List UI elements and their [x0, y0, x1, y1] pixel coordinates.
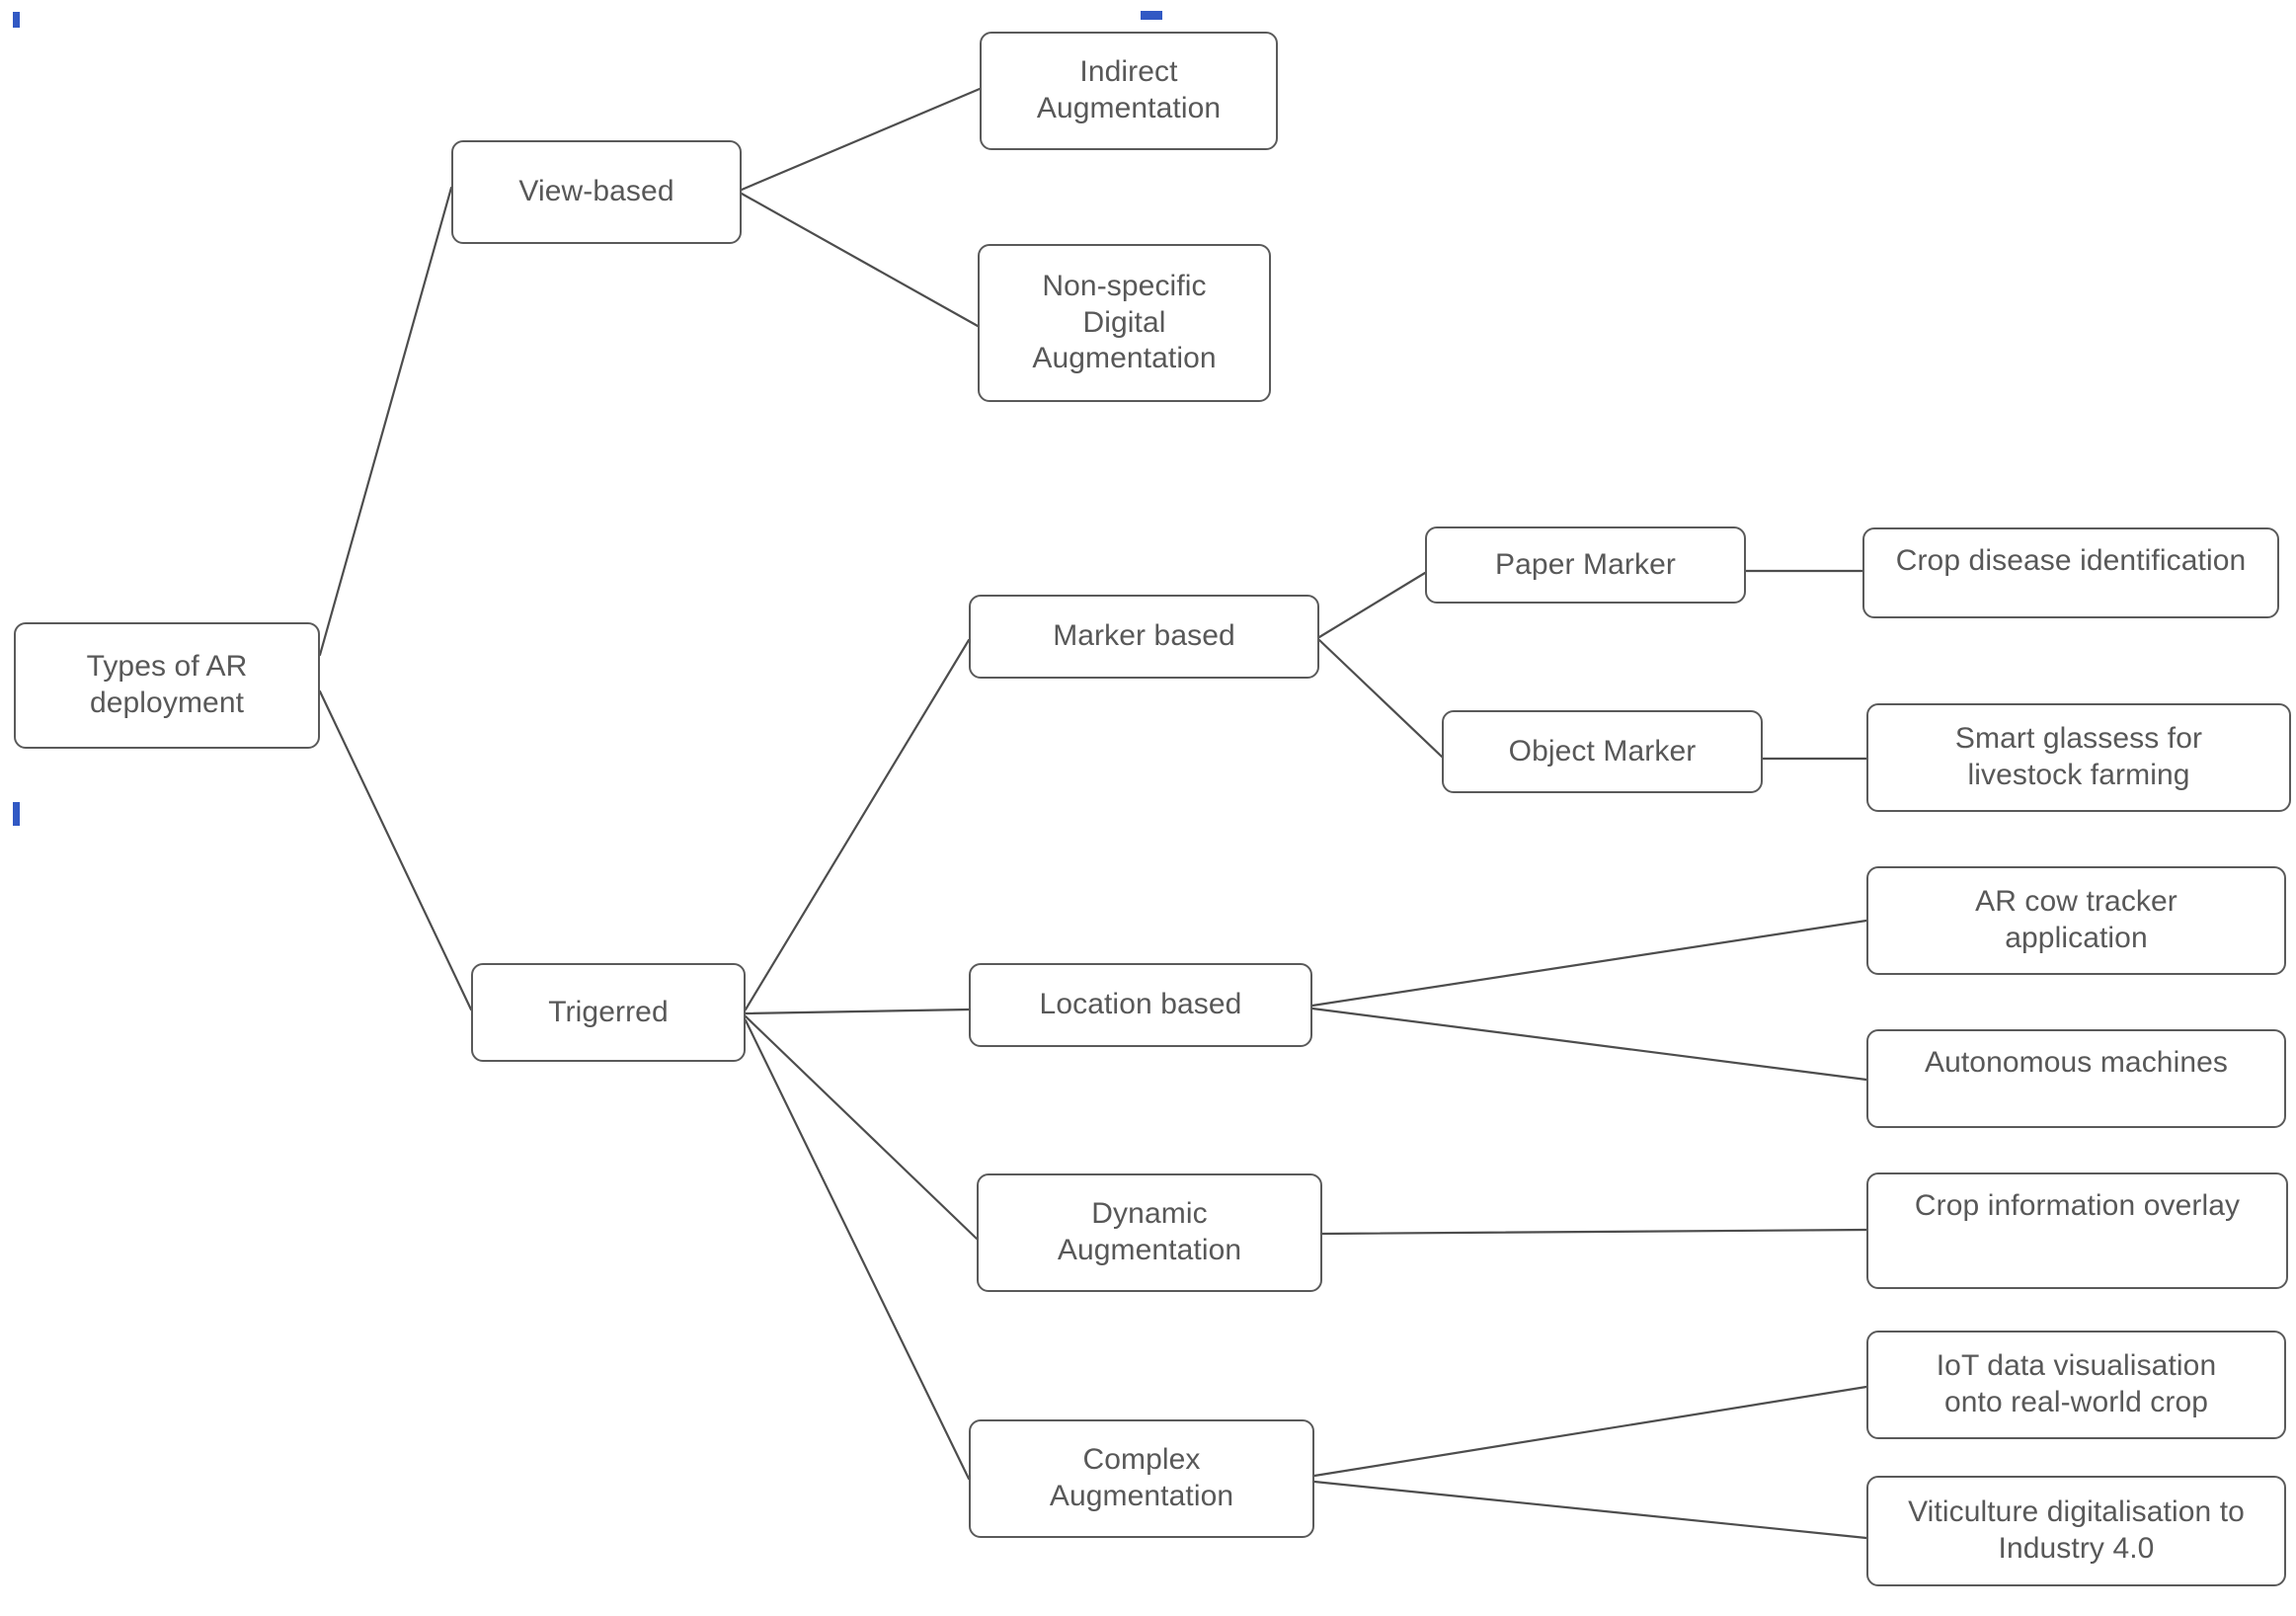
node-label-object_marker: Object Marker [1508, 734, 1697, 768]
node-nonspecific[interactable]: Non-specific Digital Augmentation [978, 244, 1271, 402]
node-label-ar_cow: AR cow tracker application [1975, 885, 2177, 954]
edge-root-to-view_based [318, 186, 453, 657]
node-complex_aug[interactable]: Complex Augmentation [969, 1419, 1314, 1538]
edge-marker_based-to-paper_marker [1317, 571, 1427, 639]
node-view_based[interactable]: View-based [451, 140, 742, 244]
edge-location_based-to-ar_cow [1310, 919, 1868, 1008]
node-label-paper_marker: Paper Marker [1495, 547, 1676, 581]
edge-dynamic_aug-to-crop_overlay [1320, 1228, 1868, 1236]
node-label-viticulture: Viticulture digitalisation to Industry 4… [1908, 1495, 2245, 1565]
node-root[interactable]: Types of AR deployment [14, 622, 320, 749]
node-iot_data[interactable]: IoT data visualisation onto real-world c… [1866, 1331, 2286, 1439]
node-trigerred[interactable]: Trigerred [471, 963, 746, 1062]
edge-root-to-trigerred [318, 689, 473, 1011]
edge-location_based-to-autonomous [1310, 1007, 1868, 1082]
node-crop_disease[interactable]: Crop disease identification [1862, 527, 2279, 618]
edge-trigerred-to-dynamic_aug [744, 1014, 979, 1241]
node-indirect[interactable]: Indirect Augmentation [980, 32, 1278, 150]
node-label-marker_based: Marker based [1053, 619, 1235, 653]
node-object_marker[interactable]: Object Marker [1442, 710, 1763, 793]
node-label-nonspecific: Non-specific Digital Augmentation [1032, 270, 1217, 375]
node-location_based[interactable]: Location based [969, 963, 1312, 1047]
node-label-iot_data: IoT data visualisation onto real-world c… [1936, 1349, 2217, 1418]
node-label-smart_glasses: Smart glassess for livestock farming [1954, 722, 2203, 791]
node-crop_overlay[interactable]: Crop information overlay [1866, 1172, 2288, 1289]
edge-complex_aug-to-viticulture [1312, 1480, 1868, 1540]
edge-trigerred-to-complex_aug [744, 1018, 971, 1481]
node-smart_glasses[interactable]: Smart glassess for livestock farming [1866, 703, 2291, 812]
node-label-location_based: Location based [1039, 988, 1242, 1021]
edge-marker_based-to-object_marker [1317, 638, 1444, 759]
cursor-mark-left [13, 802, 20, 826]
node-label-root: Types of AR deployment [86, 650, 248, 719]
node-viticulture[interactable]: Viticulture digitalisation to Industry 4… [1866, 1476, 2286, 1586]
node-autonomous[interactable]: Autonomous machines [1866, 1029, 2286, 1128]
edge-view_based-to-indirect [740, 87, 982, 192]
node-label-indirect: Indirect Augmentation [1036, 55, 1222, 124]
node-dynamic_aug[interactable]: Dynamic Augmentation [977, 1173, 1322, 1292]
cursor-mark-top-left [13, 12, 20, 28]
node-paper_marker[interactable]: Paper Marker [1425, 526, 1746, 604]
node-label-trigerred: Trigerred [548, 995, 669, 1028]
node-label-dynamic_aug: Dynamic Augmentation [1057, 1197, 1242, 1266]
edge-complex_aug-to-iot_data [1312, 1385, 1868, 1478]
edge-view_based-to-nonspecific [740, 192, 980, 328]
node-ar_cow[interactable]: AR cow tracker application [1866, 866, 2286, 975]
node-label-complex_aug: Complex Augmentation [1049, 1443, 1234, 1512]
node-label-crop_disease: Crop disease identification [1895, 544, 2247, 577]
edge-trigerred-to-marker_based [744, 638, 971, 1011]
node-label-crop_overlay: Crop information overlay [1914, 1189, 2241, 1222]
selection-mark-top [1141, 11, 1162, 20]
edge-trigerred-to-location_based [744, 1008, 971, 1015]
node-marker_based[interactable]: Marker based [969, 595, 1319, 679]
node-label-autonomous: Autonomous machines [1924, 1046, 2229, 1079]
node-label-view_based: View-based [518, 175, 674, 208]
